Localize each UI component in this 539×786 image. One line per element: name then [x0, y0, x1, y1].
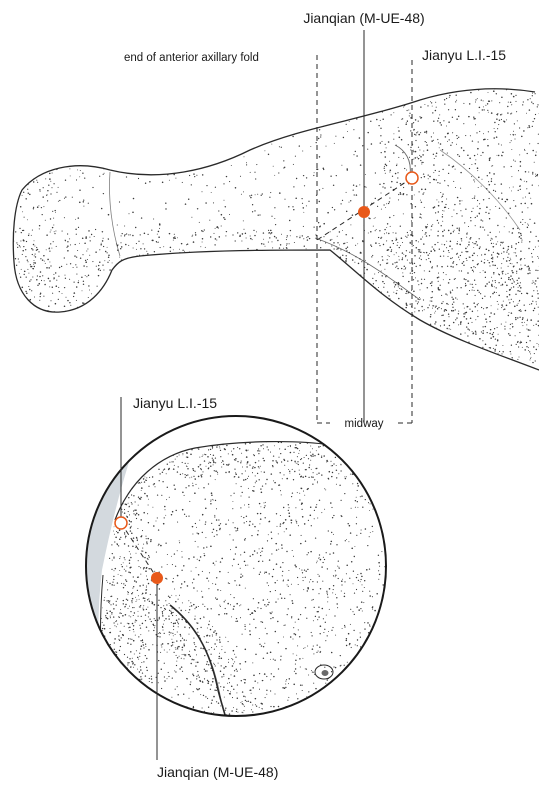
nipple-center — [322, 670, 329, 676]
jianyu-point-inset — [115, 517, 127, 529]
arm-illustration — [9, 85, 539, 376]
elbow-crease — [109, 172, 120, 256]
jianyu-label-top: Jianyu L.I.-15 — [422, 47, 506, 63]
arm-outline — [13, 89, 539, 370]
jianyu-label-inset: Jianyu L.I.-15 — [133, 395, 217, 411]
shoulder-contour — [395, 145, 410, 175]
jianyu-point-top — [406, 172, 418, 184]
arm-stipple-shading — [9, 85, 539, 376]
chest-contour — [440, 150, 520, 230]
jianqian-point-inset — [151, 572, 163, 584]
fold-label: end of anterior axillary fold — [124, 52, 259, 64]
midway-label: midway — [345, 418, 384, 430]
jianqian-label-bottom: Jianqian (M-UE-48) — [157, 764, 278, 780]
inset-background — [80, 410, 400, 730]
jianqian-point-top — [358, 206, 370, 218]
jianqian-label-top: Jianqian (M-UE-48) — [303, 10, 424, 26]
